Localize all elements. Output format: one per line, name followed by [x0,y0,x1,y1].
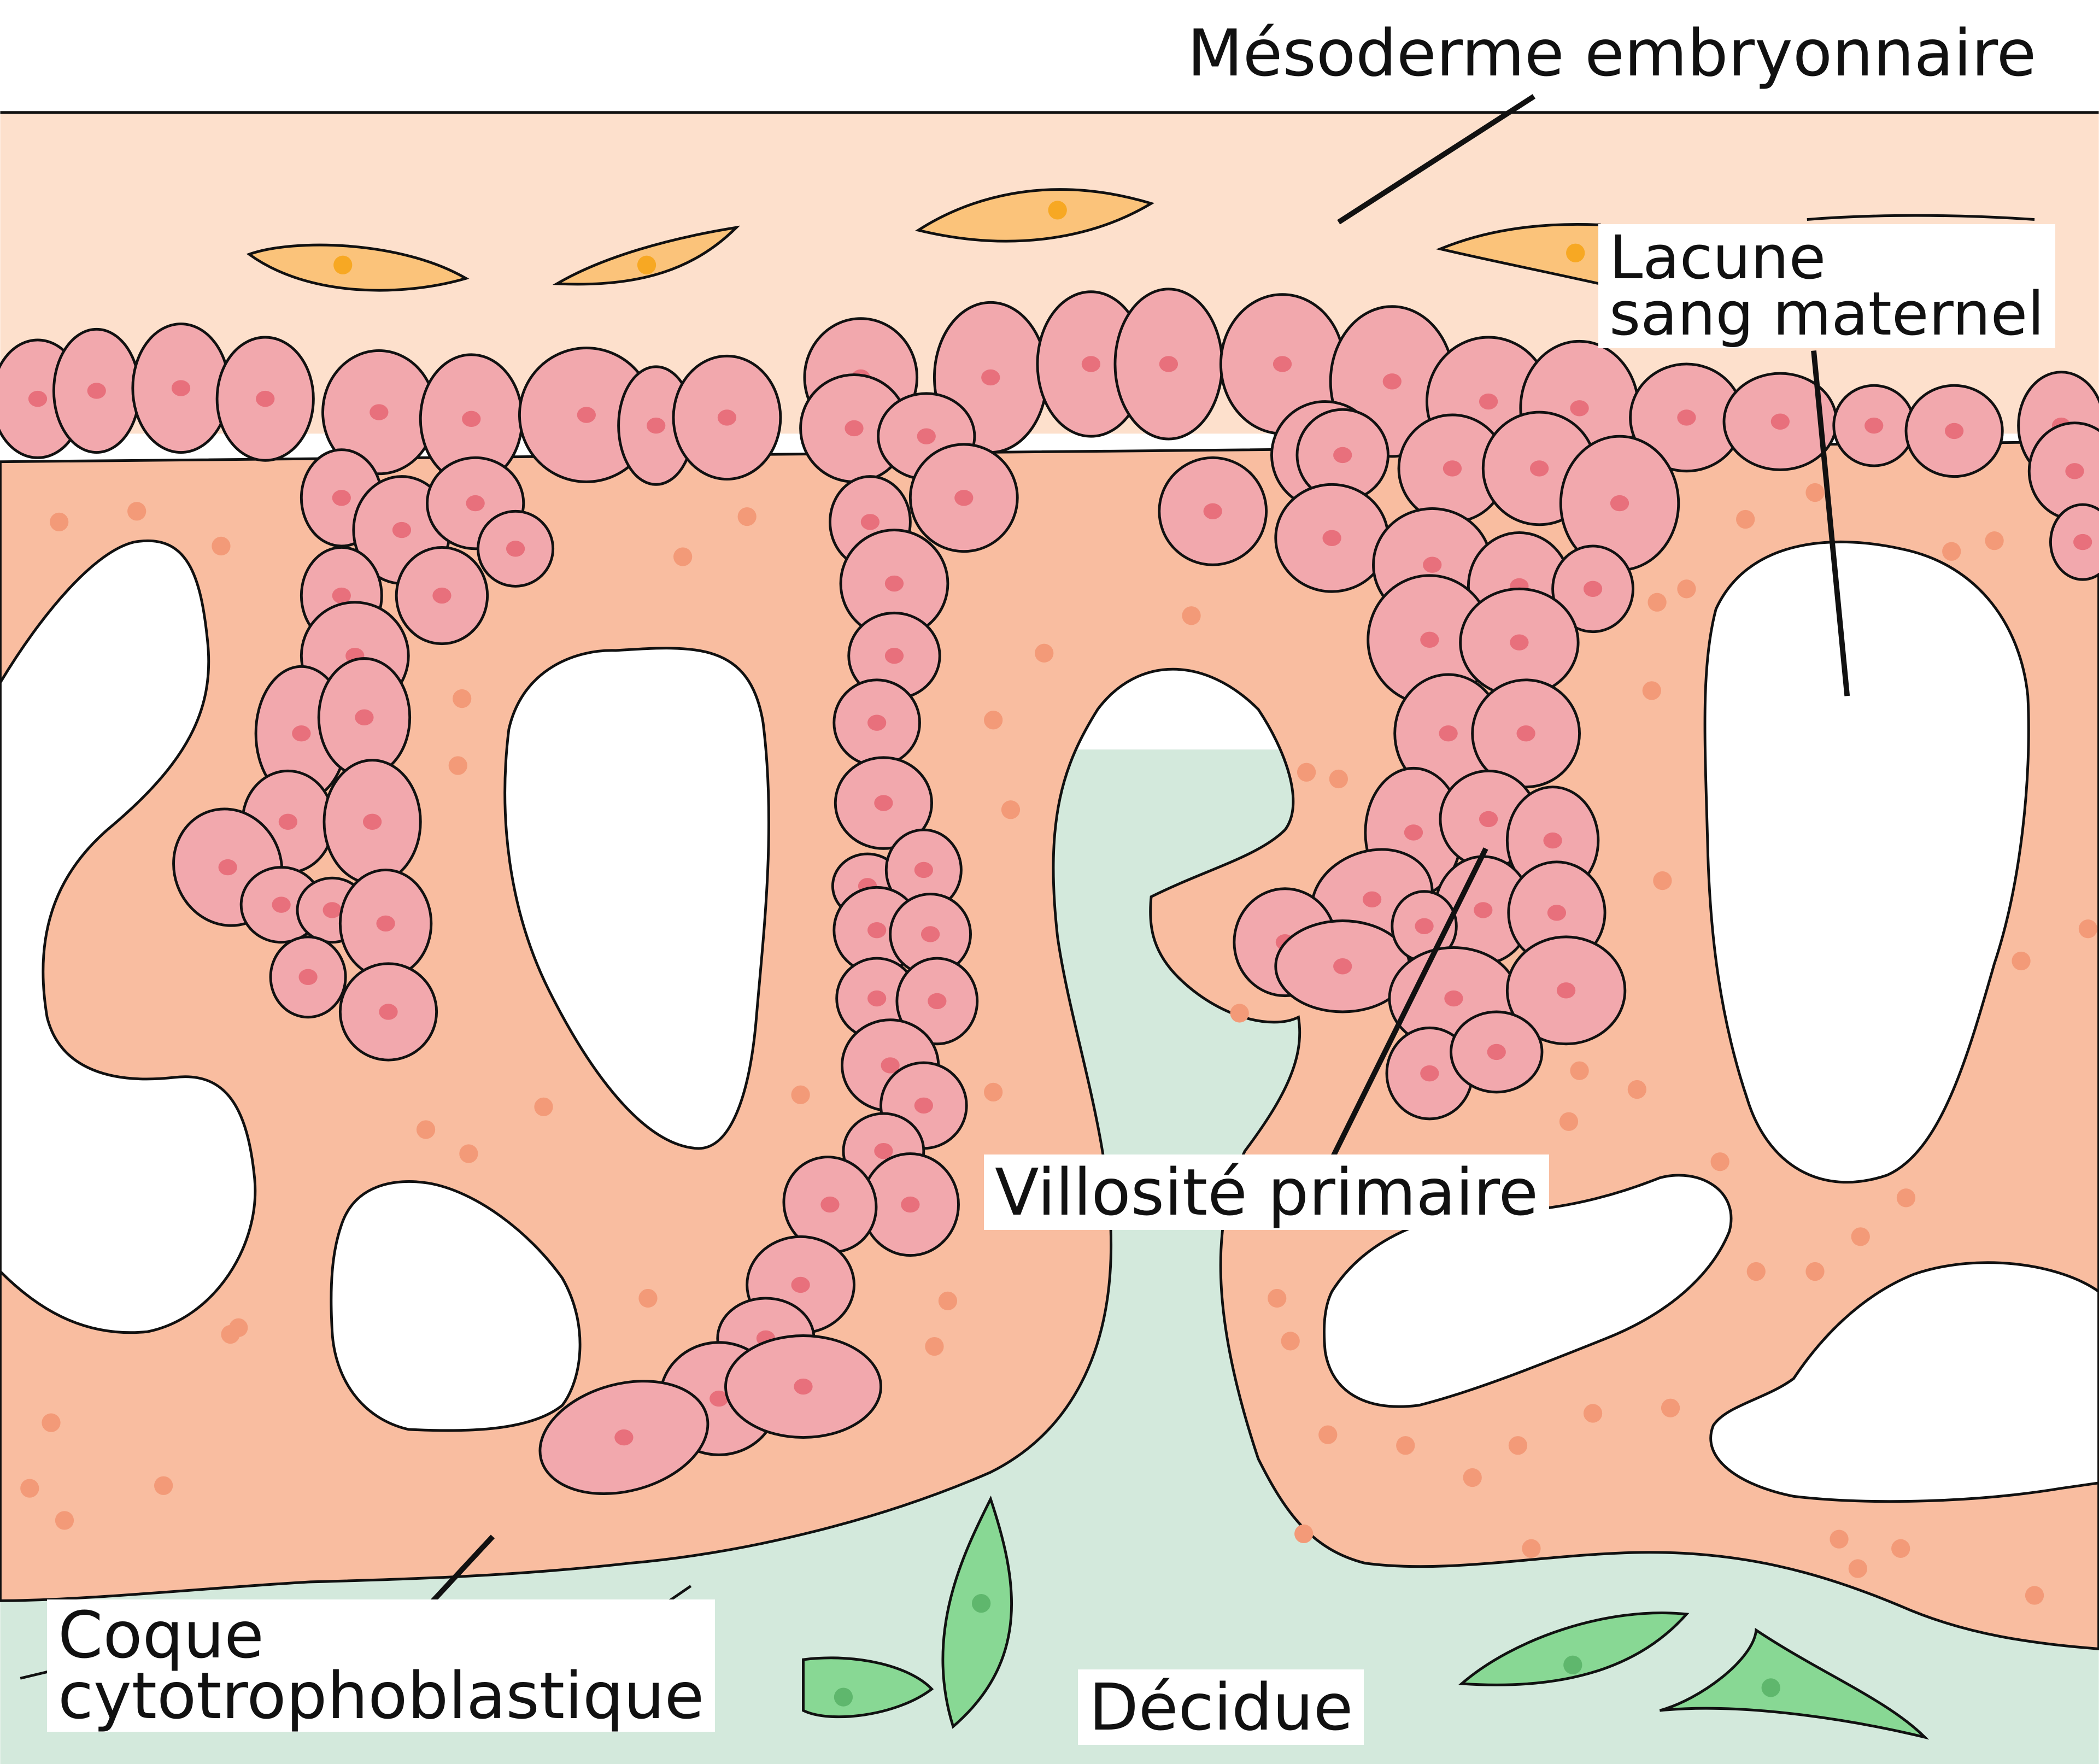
label-coque-cytotrophoblastique: Coque cytotrophoblastique [47,1597,716,1733]
cytotrophoblast-cell-icon [672,354,782,480]
lacuna-left [0,539,257,1334]
cytotrophoblast-cell-icon [1551,544,1634,634]
lacuna-bottom-left [330,1180,582,1432]
label-villosite-primaire: Villosité primaire [984,1154,1550,1230]
cytotrophoblast-cell-icon [323,759,422,885]
cytotrophoblast-cell-icon [317,657,412,778]
cytotrophoblast-cell-icon [834,756,933,850]
cytotrophoblast-cells [0,288,2099,1495]
cytotrophoblast-cell-icon [908,443,1019,553]
cytotrophoblast-cell-icon [724,1334,882,1439]
cytotrophoblast-cell-icon [338,962,438,1062]
cytotrophoblast-cell-icon [1295,408,1389,502]
cytotrophoblast-cell-icon [617,365,695,486]
cytotrophoblast-cell-icon [1113,288,1224,441]
cytotrophoblast-cell-icon [860,1152,960,1257]
cytotrophoblast-cell-icon [1505,935,1627,1046]
cytotrophoblast-cell-icon [2049,503,2099,581]
cytotrophoblast-cell-icon [1629,362,1744,473]
syncytium-granules [20,483,2098,1605]
label-lacune-line2: sang maternel [1609,279,2044,349]
cytotrophoblast-cell-icon [1459,587,1580,698]
cytotrophoblast-cell-icon [395,546,489,646]
decidua-cells [20,1495,1930,1740]
cytotrophoblast-cell-icon [884,828,963,912]
cytotrophoblast-cell-icon [782,1156,878,1253]
label-lacune-line1: Lacune [1609,222,1826,292]
cytotrophoblast-cell-icon [1158,456,1268,566]
decidual-cell-icon [1458,1611,1690,1686]
mesenchymal-cell-icon [246,243,470,292]
cytotrophoblast-cell-icon [895,957,979,1046]
cytotrophoblast-cell-icon [215,336,315,462]
cytotrophoblast-cell-icon [847,611,941,700]
lacuna-bottom-right [1709,1261,2099,1503]
mesenchymal-cell-icon [552,225,741,286]
cytotrophoblast-cell-icon [338,869,433,978]
cytotrophoblast-cell-icon [1274,483,1389,593]
decidual-cell-icon [802,1656,934,1719]
cytotrophoblast-cell-icon [538,1380,710,1495]
decidual-cell-icon [941,1495,1013,1729]
cytotrophoblast-cell-icon [1832,384,1916,467]
cytotrophoblast-cell-icon [477,509,555,588]
cytotrophoblast-cell-icon [1904,384,2004,478]
label-coque-line2: cytotrophoblastique [58,1657,705,1733]
cytotrophoblast-cell-icon [2027,421,2099,521]
leader-line-lacune [1811,350,1850,696]
cytotrophoblast-cell-icon [1450,1010,1544,1094]
cytotrophoblast-cell-icon [52,327,141,454]
label-mesoderme-embryonnaire: Mésoderme embryonnaire [1187,15,2037,91]
mesenchymal-cell-icon [914,188,1155,243]
label-coque-line1: Coque [58,1597,264,1673]
cytotrophoblast-cell-icon [131,323,231,454]
cytotrophoblast-cell-icon [269,935,347,1019]
cytotrophoblast-cell-icon [832,678,921,767]
cytotrophoblast-cell-icon [1036,290,1146,438]
lacunae [0,539,2099,1503]
label-decidue: Décidue [1078,1669,1364,1745]
label-lacune-sang-maternel: Lacune sang maternel [1598,224,2055,348]
lacuna-right [1703,540,2030,1184]
leader-line-villosite [1322,847,1488,1174]
leader-line-mesoderme [1337,94,1535,225]
lacuna-center-left [503,647,770,1150]
decidual-cell-icon [1659,1627,1930,1740]
